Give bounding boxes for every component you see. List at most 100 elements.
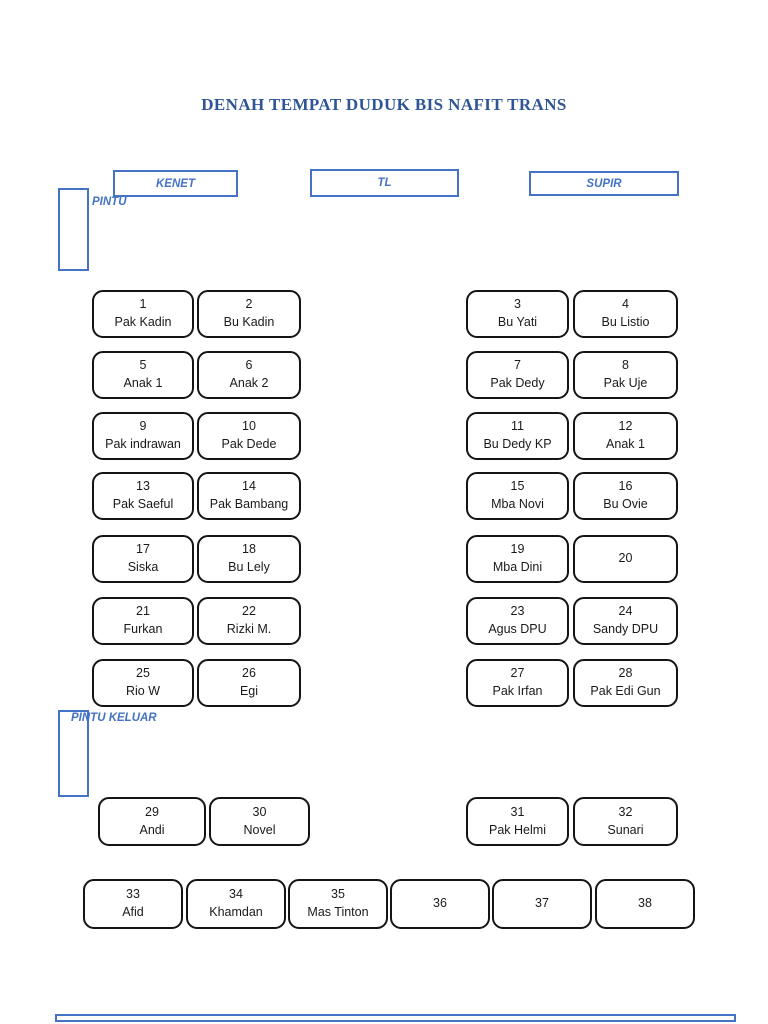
seat-name: Pak Saeful	[112, 497, 174, 511]
seat-name: Pak Bambang	[209, 497, 289, 511]
seat-name: Egi	[239, 684, 259, 698]
seat-number: 26	[242, 666, 256, 681]
seat-number: 23	[510, 604, 525, 619]
door-front-label: PINTU	[92, 196, 127, 208]
seat-number: 8	[622, 358, 629, 373]
seat-number: 32	[618, 804, 633, 819]
seat-number: 16	[618, 479, 633, 494]
seat-number: 12	[618, 419, 633, 434]
seat-number: 9	[139, 419, 147, 434]
seat-number: 10	[242, 419, 256, 434]
seat-number: 20	[618, 551, 633, 566]
seat-name: Sandy DPU	[592, 622, 659, 636]
seat-name: Bu Yati	[497, 315, 538, 329]
seat-number: 2	[245, 297, 253, 312]
seat-name: Mba Novi	[491, 497, 544, 511]
seat-number: 27	[510, 666, 525, 681]
seat-name: Pak Edi Gun	[590, 684, 661, 698]
seat-number: 6	[245, 358, 253, 373]
seat-number: 25	[136, 666, 150, 681]
seat-name: Rizki M.	[226, 622, 272, 636]
seat-name: Bu Dedy KP	[483, 437, 552, 451]
seat-name: Mas Tinton	[307, 905, 369, 919]
page-title: DENAH TEMPAT DUDUK BIS NAFIT TRANS	[201, 95, 567, 114]
seat-20: 20	[573, 535, 678, 583]
seat-36: 36	[390, 879, 490, 929]
seat-number: 36	[433, 896, 447, 911]
seat-name: Bu Ovie	[603, 497, 648, 511]
seat-name: Bu Lely	[228, 560, 270, 574]
seat-number: 22	[242, 604, 256, 619]
seat-number: 4	[622, 297, 629, 312]
crew-box-tl-label: TL	[377, 177, 392, 189]
seat-number: 38	[638, 896, 652, 911]
seat-number: 14	[242, 479, 256, 494]
seat-name: Pak Uje	[603, 376, 648, 390]
seat-name: Afid	[122, 905, 144, 919]
door-exit	[58, 710, 89, 797]
seat-name: Pak Dedy	[490, 376, 545, 390]
seat-number: 28	[618, 666, 633, 681]
seat-number: 13	[136, 479, 150, 494]
seat-number: 34	[229, 887, 243, 902]
seat-number: 19	[510, 542, 525, 557]
seat-number: 5	[139, 358, 147, 373]
seat-number: 3	[514, 297, 521, 312]
seat-number: 29	[145, 804, 159, 819]
seat-name: Pak Irfan	[492, 684, 543, 698]
crew-box-kenet-label: KENET	[156, 177, 195, 190]
seat-name: Bu Kadin	[223, 315, 275, 329]
rear-wall-bar	[55, 1014, 736, 1022]
seat-38: 38	[595, 879, 695, 929]
seat-number: 15	[510, 479, 525, 494]
seat-number: 30	[252, 804, 267, 819]
seat-number: 37	[535, 896, 549, 911]
seat-number: 33	[126, 887, 140, 902]
seat-name: Furkan	[123, 622, 163, 636]
seat-number: 11	[511, 419, 524, 434]
crew-box-supir: SUPIR	[529, 171, 679, 196]
door-front	[58, 188, 89, 271]
crew-box-supir-label: SUPIR	[586, 177, 622, 190]
seat-name: Siska	[127, 560, 159, 574]
seat-name: Anak 1	[123, 376, 163, 390]
seat-11: 11 Bu Dedy KP	[466, 412, 569, 460]
door-exit-label: PINTU KELUAR	[71, 712, 157, 724]
seat-name: Pak Kadin	[114, 315, 172, 329]
seat-name: Pak indrawan	[105, 437, 181, 451]
seat-name: Mba Dini	[492, 560, 543, 574]
seat-2: 2 Bu Kadin	[197, 290, 301, 338]
seat-18: 18 Bu Lely	[197, 535, 301, 583]
seat-number: 1	[139, 297, 147, 312]
crew-box-tl: TL	[310, 169, 459, 197]
seat-number: 31	[510, 804, 525, 819]
seat-number: 18	[242, 542, 256, 557]
seat-number: 24	[618, 604, 633, 619]
seat-name: Andi	[139, 822, 165, 837]
seat-name: Anak 2	[229, 376, 269, 390]
seat-number: 17	[136, 542, 150, 557]
